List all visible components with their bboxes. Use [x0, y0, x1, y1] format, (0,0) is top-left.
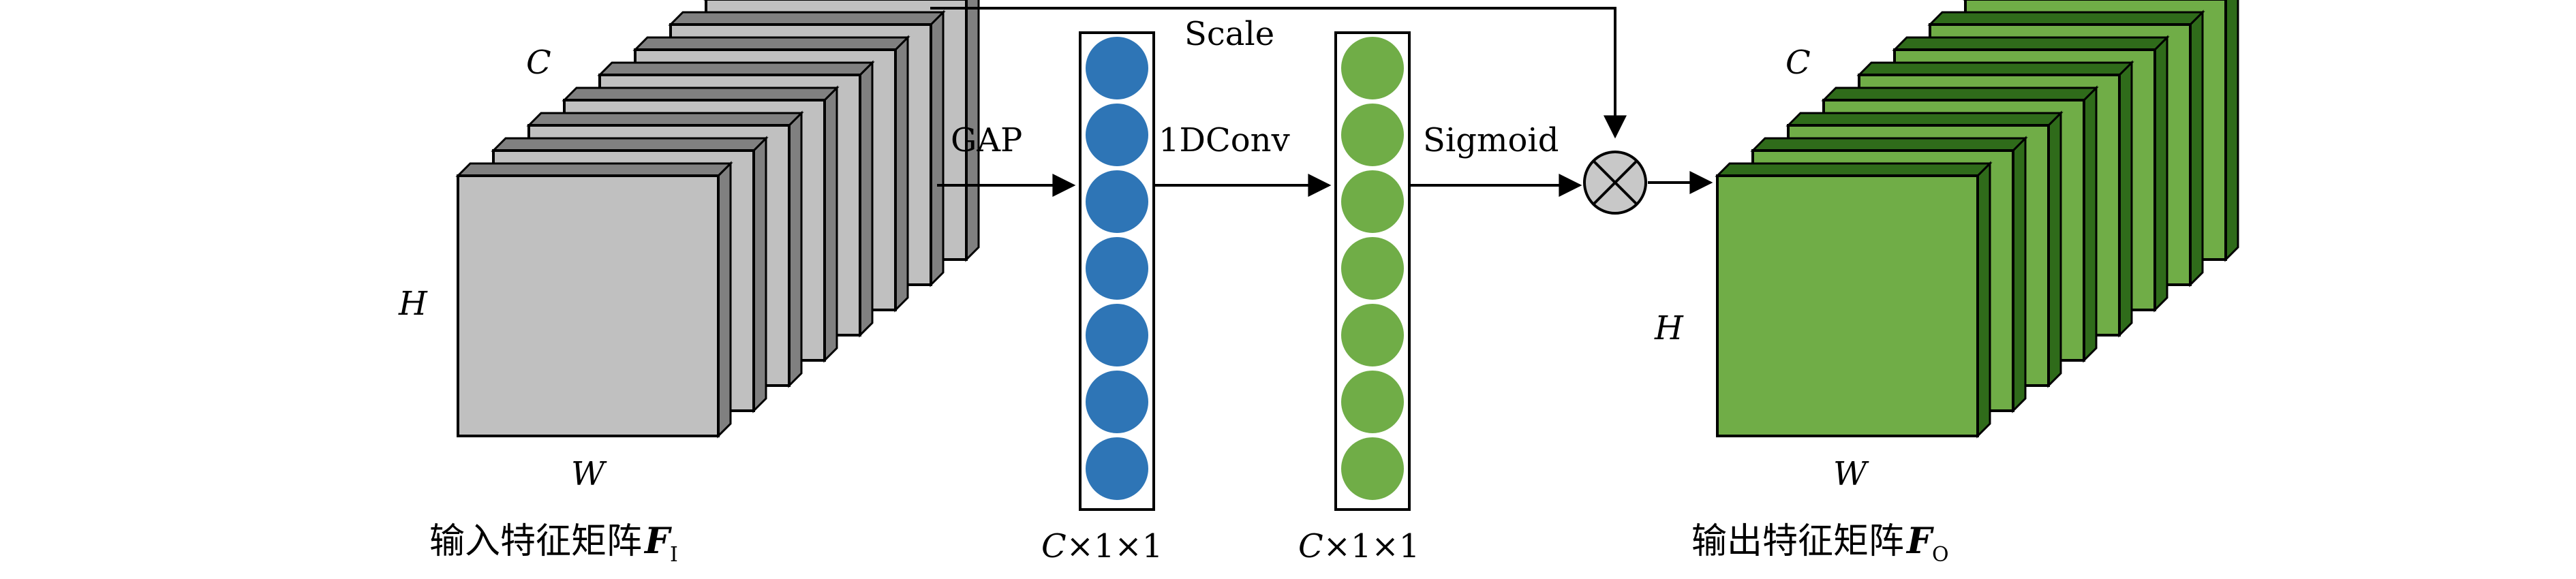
- vector-1-circle: [1084, 236, 1150, 301]
- multiply-node: [1583, 151, 1647, 215]
- scale-label: Scale: [1184, 15, 1274, 53]
- vector-1-label: C×1×1: [1041, 527, 1163, 565]
- vector-2-label: C×1×1: [1298, 527, 1420, 565]
- vector-2-label-rest: ×1×1: [1323, 527, 1420, 565]
- input-h-label: H: [398, 285, 428, 323]
- input-caption-subscript: I: [670, 543, 678, 567]
- input-feature-layer: [455, 161, 733, 439]
- vector-2-circle: [1340, 302, 1405, 368]
- output-w-label: W: [1833, 455, 1869, 493]
- output-caption-subscript: O: [1932, 543, 1949, 567]
- output-feature-stack: [1715, 0, 2239, 439]
- vector-1-circle: [1084, 169, 1150, 234]
- vector-2-circle: [1340, 236, 1405, 301]
- output-caption: 输出特征矩阵FO: [1691, 520, 1949, 567]
- vector-2-circle: [1340, 369, 1405, 435]
- input-caption: 输入特征矩阵FI: [429, 520, 678, 567]
- scale-connector-line: [930, 7, 1627, 139]
- output-caption-symbol: F: [1905, 520, 1934, 562]
- output-feature-layer: [1715, 161, 1993, 439]
- input-w-label: W: [571, 455, 607, 493]
- input-c-label: C: [526, 44, 551, 82]
- output-caption-text: 输出特征矩阵: [1691, 521, 1904, 562]
- vector-1-label-c: C: [1041, 527, 1067, 565]
- vector-2-circle: [1340, 35, 1405, 101]
- vector-1-circles: [1084, 35, 1150, 501]
- vector-1-circle: [1084, 102, 1150, 168]
- input-feature-stack: [455, 0, 980, 439]
- vector-2-circles: [1340, 35, 1405, 501]
- vector-1-circle: [1084, 369, 1150, 435]
- vector-2-circle: [1340, 436, 1405, 501]
- output-h-label: H: [1654, 309, 1684, 347]
- vector-1-circle: [1084, 302, 1150, 368]
- vector-2-circle: [1340, 102, 1405, 168]
- vector-2-label-c: C: [1298, 527, 1323, 565]
- vector-1-circle: [1084, 436, 1150, 501]
- vector-1-label-rest: ×1×1: [1067, 527, 1163, 565]
- sigmoid-label: Sigmoid: [1423, 121, 1559, 159]
- input-caption-text: 输入特征矩阵: [429, 521, 642, 562]
- vector-1-circle: [1084, 35, 1150, 101]
- conv-label: 1DConv: [1159, 121, 1290, 159]
- output-c-label: C: [1785, 44, 1811, 82]
- input-caption-symbol: F: [643, 520, 672, 562]
- vector-2-circle: [1340, 169, 1405, 234]
- gap-label: GAP: [951, 121, 1022, 159]
